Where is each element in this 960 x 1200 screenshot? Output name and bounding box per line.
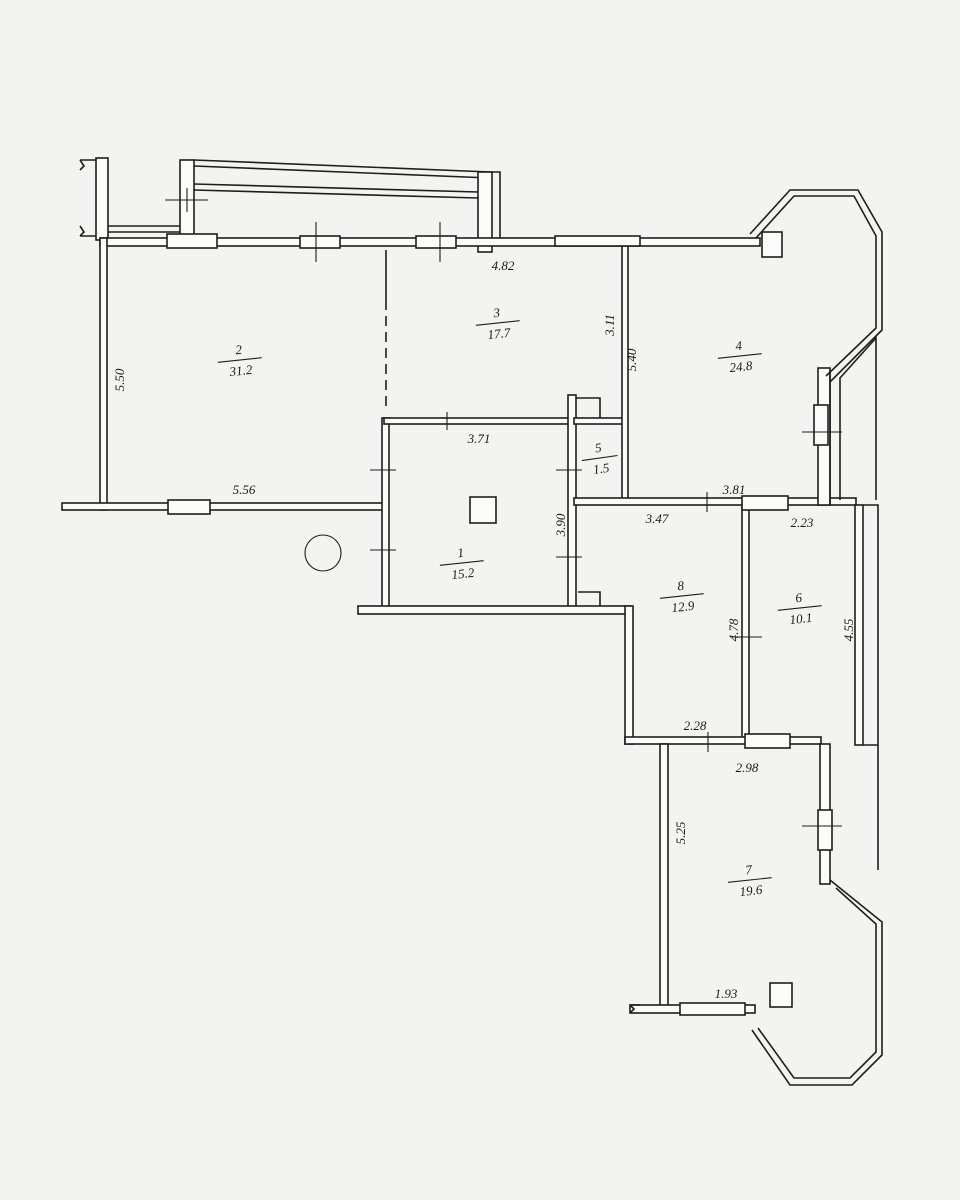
svg-text:5: 5 [594,440,603,456]
svg-text:10.1: 10.1 [789,610,813,627]
dimension-label: 3.11 [602,314,617,337]
svg-text:24.8: 24.8 [729,358,754,375]
room-label-5: 51.5 [581,440,618,477]
svg-text:7: 7 [745,862,754,878]
svg-text:2: 2 [235,342,244,358]
balcony [79,157,501,253]
dimension-label: 1.93 [715,986,738,1001]
dimension-label: 3.71 [467,431,491,446]
room-label-3: 317.7 [475,305,520,342]
ventilation-shaft-icon [769,982,793,1008]
room-label-1: 115.2 [439,545,484,582]
svg-text:3: 3 [492,305,502,321]
svg-text:1.5: 1.5 [592,460,611,477]
room-label-2: 231.2 [217,342,262,379]
windows [166,222,842,1016]
svg-text:12.9: 12.9 [671,598,696,615]
dimension-label: 4.78 [726,618,741,641]
svg-text:15.2: 15.2 [451,565,476,582]
bay-window-room-7 [751,745,883,1086]
dimension-label: 4.82 [492,258,515,273]
dimension-label: 2.23 [791,515,814,530]
ventilation-shaft-icon [761,231,783,258]
dimension-label: 5.25 [673,821,688,844]
room-label-4: 424.8 [717,338,762,375]
room-labels: 115.2 231.2 317.7 424.8 51.5 610.1 719.6… [217,305,822,899]
dimension-label: 2.98 [736,760,759,775]
svg-text:31.2: 31.2 [228,362,254,379]
svg-text:6: 6 [795,590,804,606]
dimension-label: 2.28 [684,718,707,733]
svg-text:8: 8 [677,578,686,594]
dimension-label: 4.55 [841,618,856,641]
ventilation-shaft-icon [469,496,497,524]
riser-marker-icon [304,534,342,572]
dimension-label: 5.40 [624,348,639,371]
dimension-label: 3.90 [553,513,568,537]
dimension-label: 3.47 [645,511,669,526]
svg-text:19.6: 19.6 [739,882,764,899]
dimension-label: 5.50 [112,368,127,391]
room-label-8: 812.9 [659,578,704,615]
svg-text:17.7: 17.7 [487,325,512,342]
room-label-7: 719.6 [727,862,772,899]
svg-text:1: 1 [457,545,465,561]
shaft-detail [576,397,601,606]
dimension-label: 3.81 [722,482,746,497]
svg-text:4: 4 [735,338,744,354]
room-label-6: 610.1 [777,590,822,627]
fixtures [304,231,793,1008]
dimension-label: 5.56 [233,482,256,497]
bay-window-room-4 [749,189,883,505]
dimension-labels: 5.50 5.56 4.82 3.11 5.40 3.81 3.71 3.90 … [112,258,856,1001]
